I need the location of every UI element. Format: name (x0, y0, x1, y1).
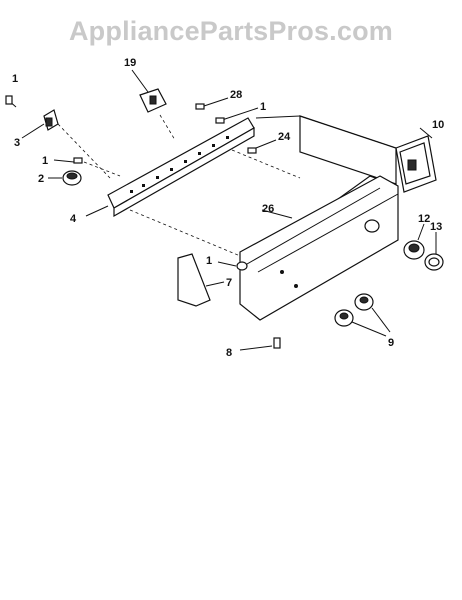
part-1-screw-top (5, 95, 17, 108)
part-4-bracket (85, 117, 255, 218)
callout-1-upper-right: 1 (260, 101, 266, 113)
part-13-cap (424, 232, 444, 271)
callout-26: 26 (262, 203, 274, 215)
watermark: AppliancePartsPros.com (68, 16, 393, 46)
callout-2: 2 (38, 173, 44, 185)
callout-1-console: 1 (206, 255, 212, 267)
callout-3: 3 (14, 137, 20, 149)
part-10-rear-panel (395, 127, 437, 193)
callout-13: 13 (430, 221, 442, 233)
callout-12: 12 (418, 213, 430, 225)
callout-4: 4 (70, 213, 77, 225)
callout-1-mid: 1 (42, 155, 48, 167)
callout-7: 7 (226, 277, 232, 289)
part-19-bracket (131, 69, 167, 113)
callout-19: 19 (124, 57, 136, 69)
part-1-screw-upper-right (215, 107, 259, 124)
part-1-screw-mid (53, 157, 83, 164)
part-7-endcap (177, 253, 225, 307)
part-3-clip (21, 109, 59, 139)
part-12-knob (403, 223, 425, 260)
callout-9: 9 (388, 337, 394, 349)
callout-24: 24 (278, 131, 291, 143)
callout-1-top: 1 (12, 73, 18, 85)
part-24-screw (247, 139, 277, 154)
part-8-screw (239, 337, 281, 351)
callout-8: 8 (226, 347, 232, 359)
part-9-knobs (334, 293, 391, 337)
part-26-console (239, 115, 399, 321)
part-28-screw (195, 97, 229, 110)
part-1-screw-console (217, 261, 248, 271)
callout-28: 28 (230, 89, 242, 101)
part-2-switch (48, 170, 82, 186)
callout-10: 10 (432, 119, 444, 131)
